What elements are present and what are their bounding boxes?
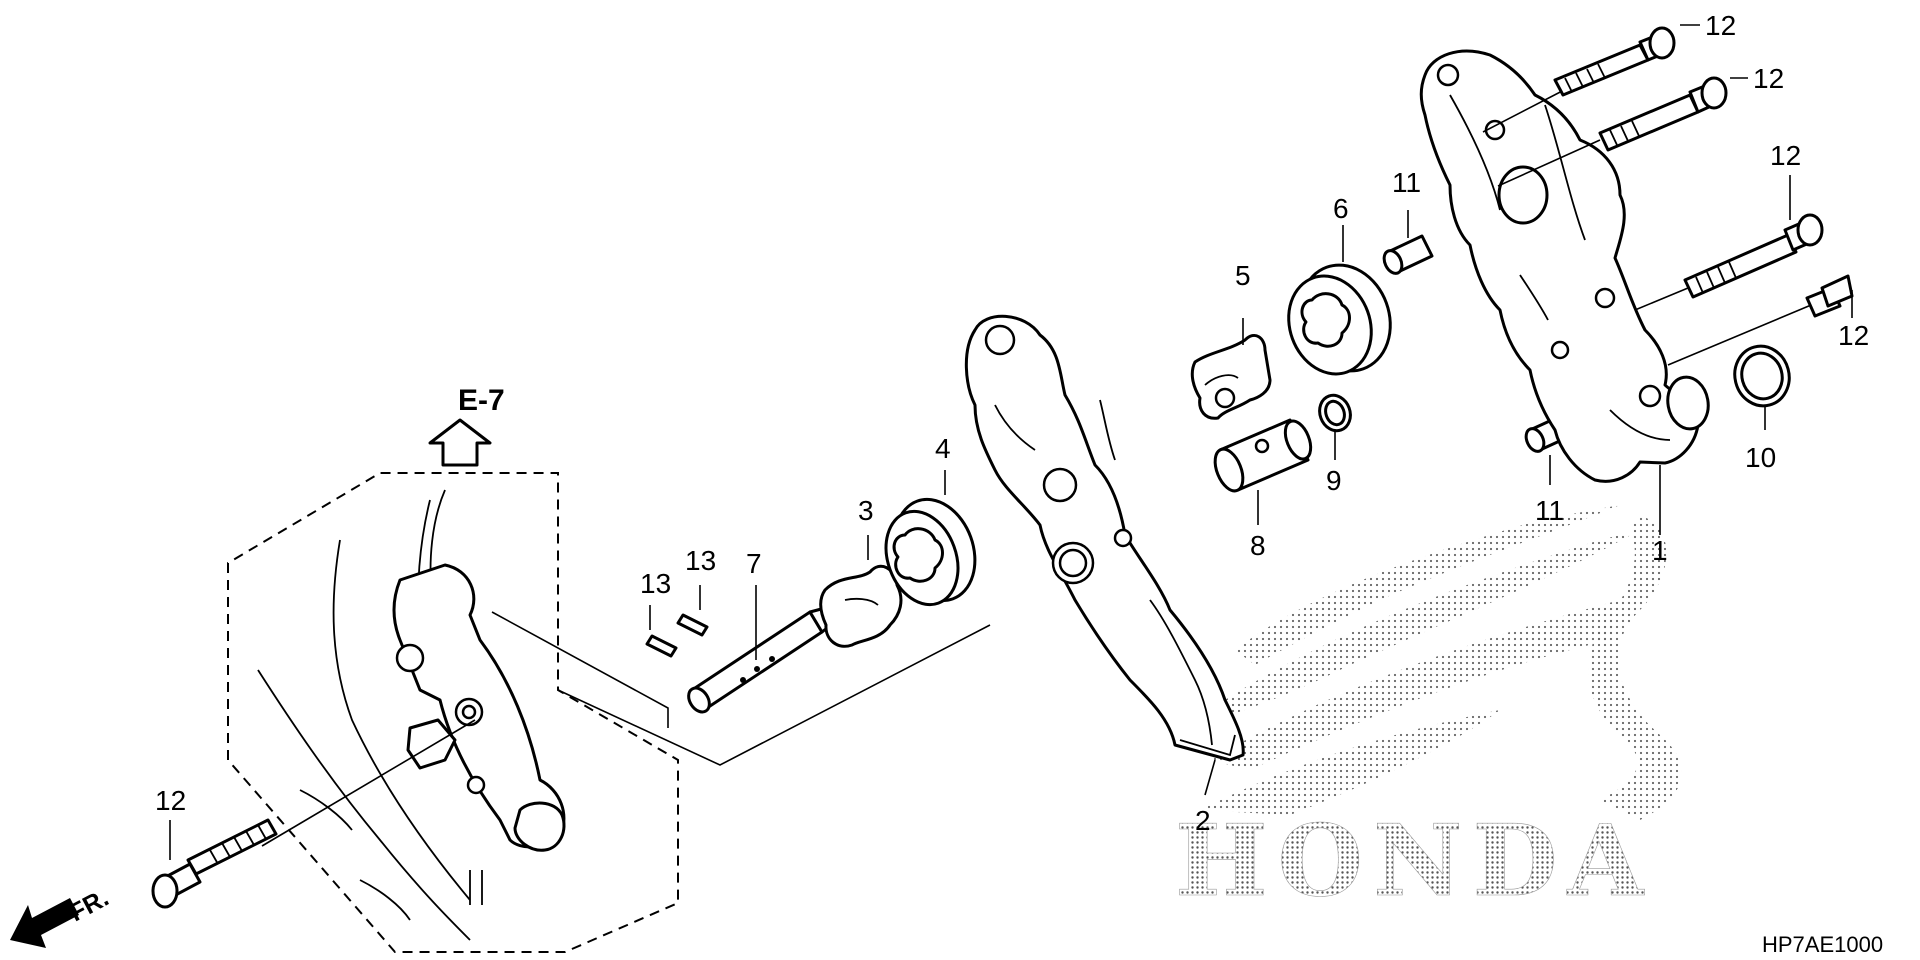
- o-ring-10: [1733, 344, 1791, 408]
- joint-collar-8: [1213, 418, 1313, 493]
- callout-8: 8: [1250, 530, 1266, 561]
- honda-watermark-text: HONDA: [1175, 804, 1654, 919]
- shaft-alignment-line: [491, 611, 991, 766]
- inner-rotor-5: [1190, 334, 1272, 420]
- callout-3: 3: [858, 495, 874, 526]
- callout-12-top: 12: [1705, 10, 1736, 41]
- callout-12-second: 12: [1753, 63, 1784, 94]
- bolt-12d: [1667, 274, 1854, 366]
- crankcase-section: [227, 472, 679, 953]
- callout-6: 6: [1333, 193, 1349, 224]
- callout-12-left: 12: [155, 785, 186, 816]
- pump-body-2: [964, 314, 1245, 762]
- callout-11-lower: 11: [1535, 495, 1564, 526]
- callout-7: 7: [746, 548, 762, 579]
- dowel-pins: [645, 613, 709, 658]
- dashed-boundary: [227, 472, 679, 953]
- pump-cover-1: [1419, 49, 1710, 483]
- dowel-11-upper: [1382, 234, 1434, 275]
- callout-9: 9: [1326, 465, 1342, 496]
- inner-rotor-3: [819, 564, 903, 648]
- bolt-12b: [1497, 76, 1728, 187]
- reference-e7: E-7: [428, 384, 505, 467]
- front-direction-indicator: FR.: [10, 884, 113, 948]
- o-ring-9: [1318, 393, 1352, 433]
- callout-13-right: 13: [685, 545, 716, 576]
- bolt-12c: [1634, 213, 1824, 311]
- callout-12-third: 12: [1770, 140, 1801, 171]
- callout-5: 5: [1235, 260, 1251, 291]
- callout-1: 1: [1652, 535, 1668, 566]
- bolt-12a: [1482, 26, 1676, 133]
- bolt-left: [151, 719, 476, 909]
- front-arrow-icon: [10, 898, 79, 948]
- outer-rotor-4: [884, 497, 977, 607]
- callout-4: 4: [935, 433, 951, 464]
- callout-2: 2: [1195, 805, 1211, 836]
- callout-11-upper: 11: [1392, 167, 1421, 198]
- callout-12-fourth: 12: [1838, 320, 1869, 351]
- outer-rotor-6: [1287, 263, 1392, 376]
- callout-13-left: 13: [640, 568, 671, 599]
- reference-label: E-7: [458, 384, 505, 417]
- figure-code: HP7AE1000: [1762, 932, 1883, 957]
- honda-wing-watermark: [1200, 505, 1682, 820]
- callouts: 1 2 3 4 5 6 7 8 9 10 11 11 12 12 12 12 1…: [155, 10, 1869, 836]
- front-label: FR.: [65, 884, 114, 928]
- callout-leaders: [169, 24, 1853, 860]
- callout-10: 10: [1745, 442, 1776, 473]
- pump-shaft: [687, 606, 834, 714]
- up-arrow-icon: [428, 418, 492, 467]
